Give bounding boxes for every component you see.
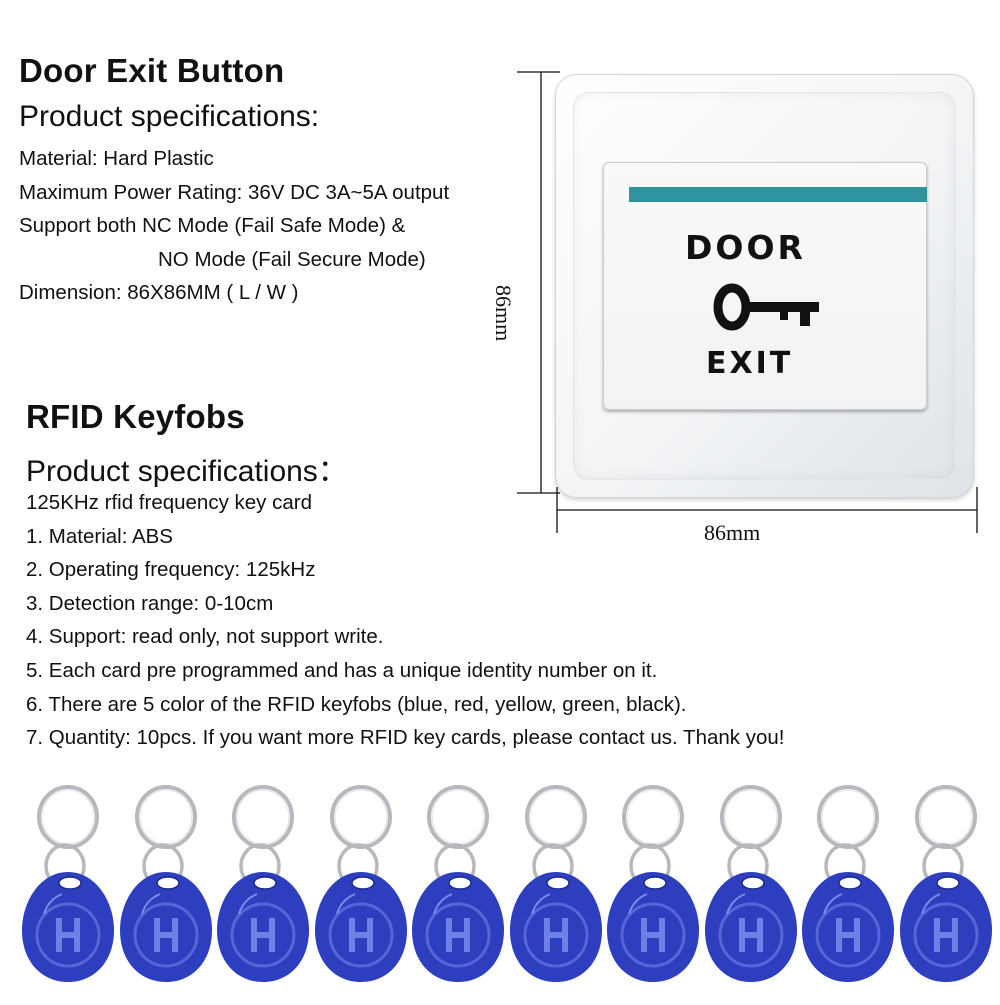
indicator-led-strip [629,187,927,202]
rfid-keyfob [213,780,313,1000]
rfid-keyfob [798,780,898,1000]
door-section-title: Door Exit Button [19,52,285,89]
rfid-keyfob [701,780,801,1000]
rfid-spec-line: 1. Material: ABS [26,524,173,548]
door-section-subtitle: Product specifications: [19,100,320,133]
rfid-section-subtitle: Product specifications： [26,455,348,488]
rfid-keyfob [896,780,996,1000]
door-spec-line: Support both NC Mode (Fail Safe Mode) & [19,214,406,238]
door-spec-line: Maximum Power Rating: 36V DC 3A~5A outpu… [19,180,450,204]
rfid-keyfob [603,780,703,1000]
rfid-spec-line: 5. Each card pre programmed and has a un… [26,658,658,682]
rfid-spec-line: 7. Quantity: 10pcs. If you want more RFI… [26,726,785,750]
rfid-spec-line: 2. Operating frequency: 125kHz [26,558,316,582]
rfid-keyfob [311,780,411,1000]
door-spec-line: NO Mode (Fail Secure Mode) [158,247,426,271]
rfid-spec-list: 125KHz rfid frequency key card 1. Materi… [26,486,784,755]
rfid-keyfob [116,780,216,1000]
door-spec-list: Material: Hard Plastic Maximum Power Rat… [19,142,449,310]
width-dimension-label: 86mm [704,520,761,545]
exit-switch-face [603,162,927,410]
rfid-keyfob [18,780,118,1000]
exit-label: EXIT [706,346,794,381]
rfid-keyfob [408,780,508,1000]
key-icon [713,283,819,331]
rfid-spec-line: 6. There are 5 color of the RFID keyfobs… [26,692,687,716]
rfid-spec-line: 4. Support: read only, not support write… [26,625,384,649]
height-dimension-label: 86mm [491,285,516,342]
rfid-spec-line: 125KHz rfid frequency key card [26,491,312,514]
rfid-section-title: RFID Keyfobs [26,398,245,435]
rfid-keyfob [506,780,606,1000]
door-spec-line: Dimension: 86X86MM ( L / W ) [19,281,299,305]
door-label: DOOR [685,228,806,267]
keyfob-row [0,780,1000,1000]
rfid-spec-line: 3. Detection range: 0-10cm [26,591,274,615]
door-spec-line: Material: Hard Plastic [19,147,214,170]
dimension-lines [517,71,978,533]
